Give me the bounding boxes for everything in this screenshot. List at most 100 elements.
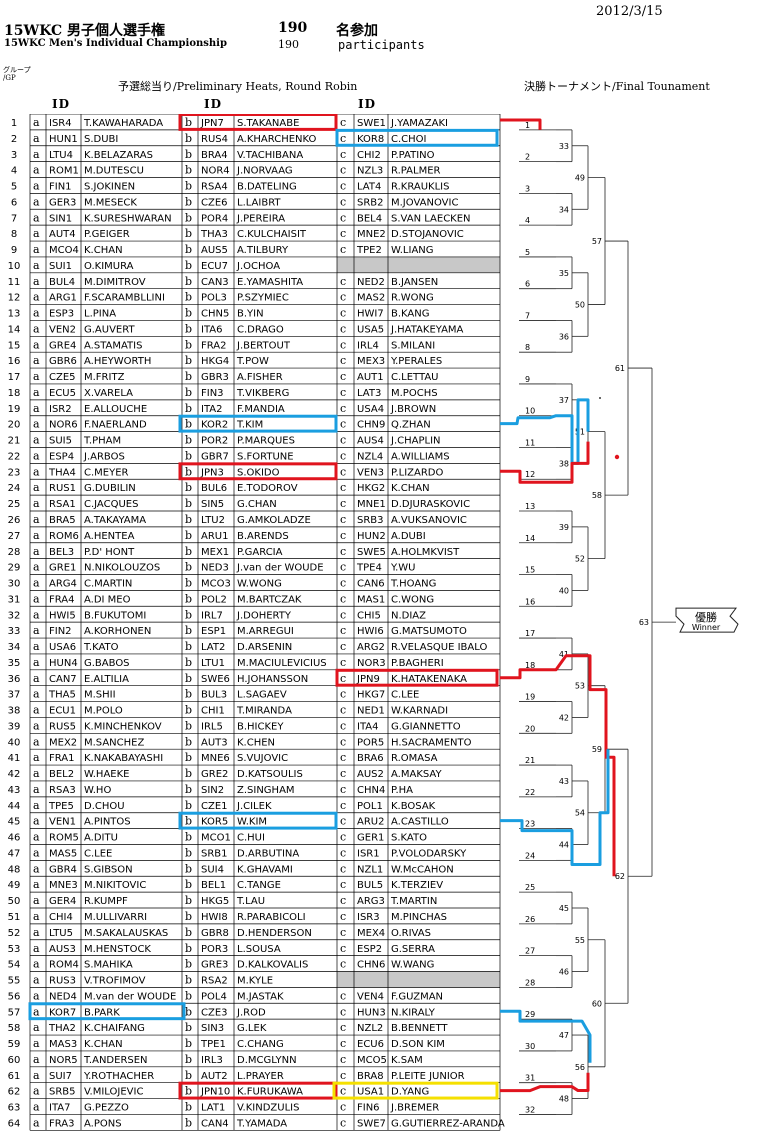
player-id: AUT1: [357, 372, 384, 383]
player-name: A.DITU: [84, 833, 118, 844]
highlight-path: [500, 441, 590, 484]
player-name: N.NIKOLOUZOS: [84, 563, 160, 574]
group-letter-b: b: [185, 672, 192, 685]
player-name: T.YAMADA: [236, 1118, 287, 1129]
group-letter-b: b: [185, 767, 192, 780]
row-number: 63: [8, 1103, 21, 1114]
group-letter-c: c: [340, 719, 346, 732]
player-id: THA3: [200, 229, 228, 240]
player-id: NED4: [49, 991, 77, 1002]
group-letter-b: b: [185, 1005, 192, 1018]
player-id: HUN2: [357, 531, 386, 542]
group-letter-b: b: [185, 370, 192, 383]
slot-number: 28: [525, 978, 535, 987]
player-id: KOR2: [201, 420, 228, 431]
player-name: T.MARTIN: [390, 896, 437, 907]
player-id: KOR5: [201, 817, 228, 828]
player-id: TPE5: [48, 801, 74, 812]
player-id: CHN5: [201, 309, 229, 320]
group-letter-a: a: [33, 465, 40, 478]
title-japanese: 15WKC 男子個人選手権: [4, 23, 166, 39]
slot-number: 18: [525, 661, 535, 670]
group-letter-b: b: [185, 1069, 192, 1082]
player-id: ITA6: [201, 324, 222, 335]
player-name: M.JASTAK: [237, 991, 284, 1002]
player-id: LTU4: [49, 150, 73, 161]
player-name: A.HENTEA: [84, 531, 135, 542]
row-number: 32: [8, 610, 21, 621]
player-id: NZL3: [357, 166, 383, 177]
player-id: GRE3: [201, 960, 228, 971]
group-letter-b: b: [185, 116, 192, 129]
group-letter-a: a: [33, 116, 40, 129]
group-letter-b: b: [185, 481, 192, 494]
highlight-box: [178, 462, 338, 481]
player-id: BEL3: [49, 547, 74, 558]
player-name: A.DI MEO: [84, 594, 131, 605]
player-name: T.KATO: [83, 642, 119, 653]
player-name: M.NIKITOVIC: [84, 880, 146, 891]
group-letter-c: c: [340, 1069, 346, 1082]
group-letter-c: c: [340, 497, 346, 510]
player-id: ROM1: [49, 166, 79, 177]
group-letter-c: c: [340, 148, 346, 161]
player-id: HWI5: [49, 610, 76, 621]
group-letter-c: c: [340, 1005, 346, 1018]
slot-number: 6: [525, 280, 530, 289]
player-id: LTU1: [201, 658, 225, 669]
group-letter-b: b: [185, 259, 192, 272]
player-id: SIN1: [49, 213, 72, 224]
player-name: C.LEE: [391, 690, 419, 701]
player-name: S.FORTUNE: [237, 451, 294, 462]
player-id: ISR3: [357, 912, 380, 923]
slot-number: 7: [525, 311, 530, 320]
player-id: SIN3: [201, 1023, 224, 1034]
player-name: M.DUTESCU: [84, 166, 144, 177]
group-letter-c: c: [340, 1085, 346, 1098]
row-number: 15: [8, 340, 21, 351]
player-id: CHN6: [357, 960, 385, 971]
player-name: G.BABOS: [84, 658, 130, 669]
small-dot-marker: [599, 397, 601, 399]
player-name: T.LAU: [236, 896, 265, 907]
player-name: Q.ZHAN: [391, 420, 431, 431]
player-id: RUS3: [49, 976, 76, 987]
player-id: BUL6: [201, 483, 227, 494]
group-letter-c: c: [340, 704, 346, 717]
group-letter-a: a: [33, 751, 40, 764]
slot-number: 20: [525, 724, 535, 733]
player-name: K.CHAN: [84, 1039, 123, 1050]
player-name: J.HATAKEYAMA: [390, 324, 464, 335]
row-number: 44: [8, 801, 21, 812]
group-letter-b: b: [185, 513, 192, 526]
group-letter-a: a: [33, 449, 40, 462]
row-number: 35: [8, 658, 21, 669]
player-name: Y.WU: [390, 563, 415, 574]
player-name: A.KHARCHENKO: [237, 134, 317, 145]
player-name: D.ARBUTINA: [237, 848, 299, 859]
player-name: S.TAKANABE: [237, 118, 299, 129]
player-id: ISR1: [357, 848, 380, 859]
match-number: 33: [559, 142, 569, 151]
group-letter-c: c: [340, 180, 346, 193]
group-letter-b: b: [185, 1021, 192, 1034]
row-number: 27: [8, 531, 21, 542]
player-id: ESP2: [357, 944, 382, 955]
group-letter-b: b: [185, 704, 192, 717]
player-name: L.SAGAEV: [237, 690, 287, 701]
player-name: K.CHAIFANG: [84, 1023, 145, 1034]
row-number: 42: [8, 769, 21, 780]
group-letter-b: b: [185, 989, 192, 1002]
group-letter-b: b: [185, 497, 192, 510]
player-name: J.DOHERTY: [236, 610, 292, 621]
row-number: 2: [11, 134, 17, 145]
player-id: ARU1: [201, 531, 228, 542]
player-name: M.KYLE: [237, 976, 273, 987]
player-id: POR4: [201, 213, 228, 224]
match-number: 39: [559, 523, 569, 532]
group-letter-a: a: [33, 656, 40, 669]
group-letter-a: a: [33, 545, 40, 558]
row-number: 33: [8, 626, 21, 637]
slot-number: 32: [525, 1105, 535, 1114]
player-name: C.DRAGO: [237, 324, 284, 335]
